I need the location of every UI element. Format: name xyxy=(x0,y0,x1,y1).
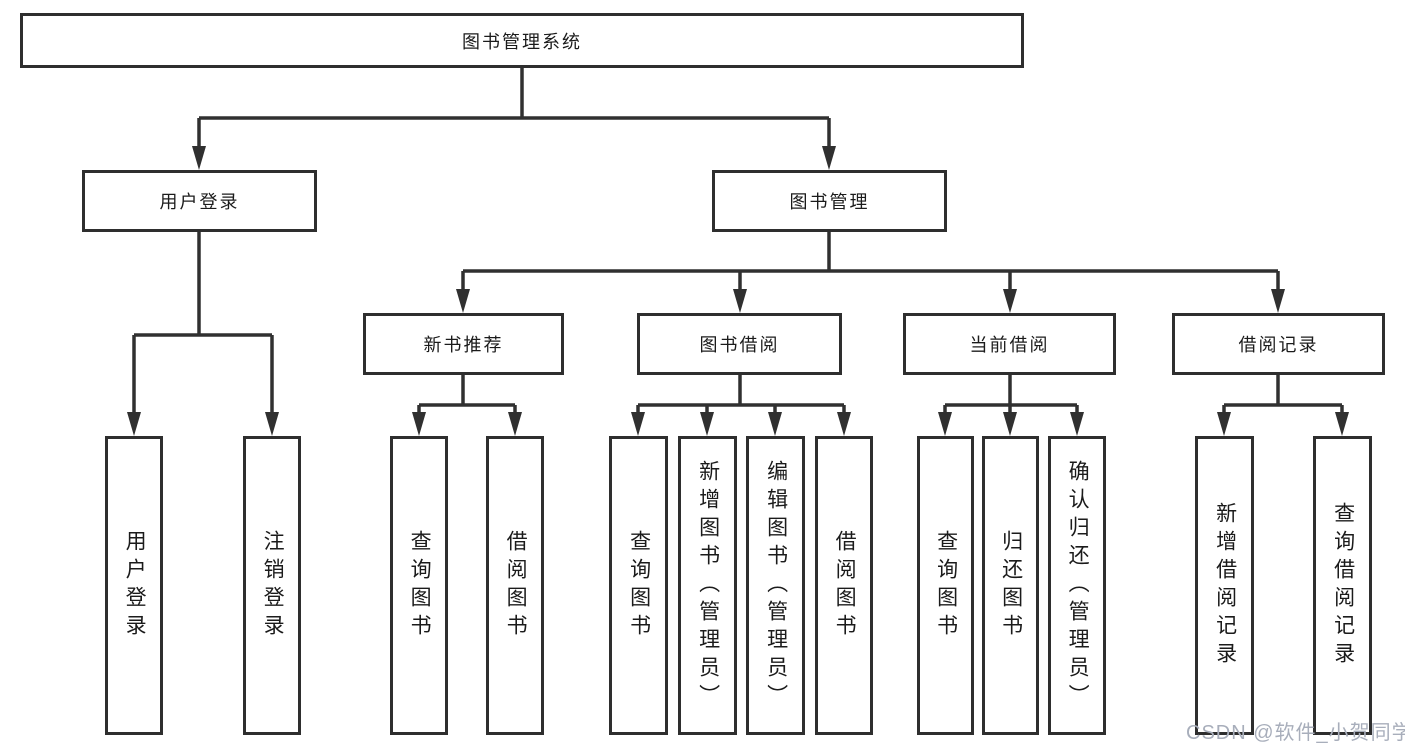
node-new-book-recommendation: 新书推荐 xyxy=(363,313,564,375)
node-user-login-branch: 用户登录 xyxy=(82,170,317,232)
leaf-label: 归还图书 xyxy=(999,529,1023,642)
node-label: 图书管理系统 xyxy=(462,31,582,52)
node-current-borrowing: 当前借阅 xyxy=(903,313,1116,375)
leaf-label: 借阅图书 xyxy=(504,529,528,642)
node-label: 当前借阅 xyxy=(969,335,1050,355)
node-library-management-system: 图书管理系统 xyxy=(20,13,1024,68)
leaf-label: 新增借阅记录 xyxy=(1213,501,1237,670)
node-label: 借阅记录 xyxy=(1238,335,1319,355)
leaf-label: 借阅图书 xyxy=(833,529,857,642)
leaf-query-books-current: 查询图书 xyxy=(917,436,974,735)
leaf-borrow-books-recommend: 借阅图书 xyxy=(486,436,544,735)
node-label: 新书推荐 xyxy=(423,335,504,355)
leaf-label: 查询图书 xyxy=(934,529,958,642)
node-borrowing-records: 借阅记录 xyxy=(1172,313,1385,375)
leaf-label: 新增图书（管理员） xyxy=(696,459,720,712)
leaf-label: 注销登录 xyxy=(261,529,285,642)
leaf-query-books-recommend: 查询图书 xyxy=(390,436,448,735)
leaf-label: 编辑图书（管理员） xyxy=(764,459,788,712)
node-book-borrowing: 图书借阅 xyxy=(637,313,842,375)
leaf-label: 查询图书 xyxy=(627,529,651,642)
leaf-label: 查询借阅记录 xyxy=(1331,501,1355,670)
leaf-query-borrow-record: 查询借阅记录 xyxy=(1313,436,1372,735)
arrowheads xyxy=(127,146,1349,436)
node-book-management-branch: 图书管理 xyxy=(712,170,947,232)
csdn-watermark: CSDN @软件_小贺同学 xyxy=(1186,722,1405,744)
leaf-label: 确认归还（管理员） xyxy=(1066,459,1090,712)
leaf-return-books: 归还图书 xyxy=(982,436,1039,735)
node-label: 图书管理 xyxy=(789,192,870,212)
node-label: 用户登录 xyxy=(159,192,240,212)
leaf-query-books-borrowing: 查询图书 xyxy=(609,436,668,735)
leaf-label: 查询图书 xyxy=(408,529,432,642)
leaf-edit-books-admin: 编辑图书（管理员） xyxy=(746,436,805,735)
leaf-add-borrow-record: 新增借阅记录 xyxy=(1195,436,1254,735)
node-label: 图书借阅 xyxy=(699,335,780,355)
leaf-confirm-return-admin: 确认归还（管理员） xyxy=(1048,436,1106,735)
leaf-borrow-books-borrowing: 借阅图书 xyxy=(815,436,873,735)
leaf-logout: 注销登录 xyxy=(243,436,301,735)
leaf-add-books-admin: 新增图书（管理员） xyxy=(678,436,737,735)
leaf-user-login: 用户登录 xyxy=(105,436,163,735)
leaf-label: 用户登录 xyxy=(123,529,147,642)
